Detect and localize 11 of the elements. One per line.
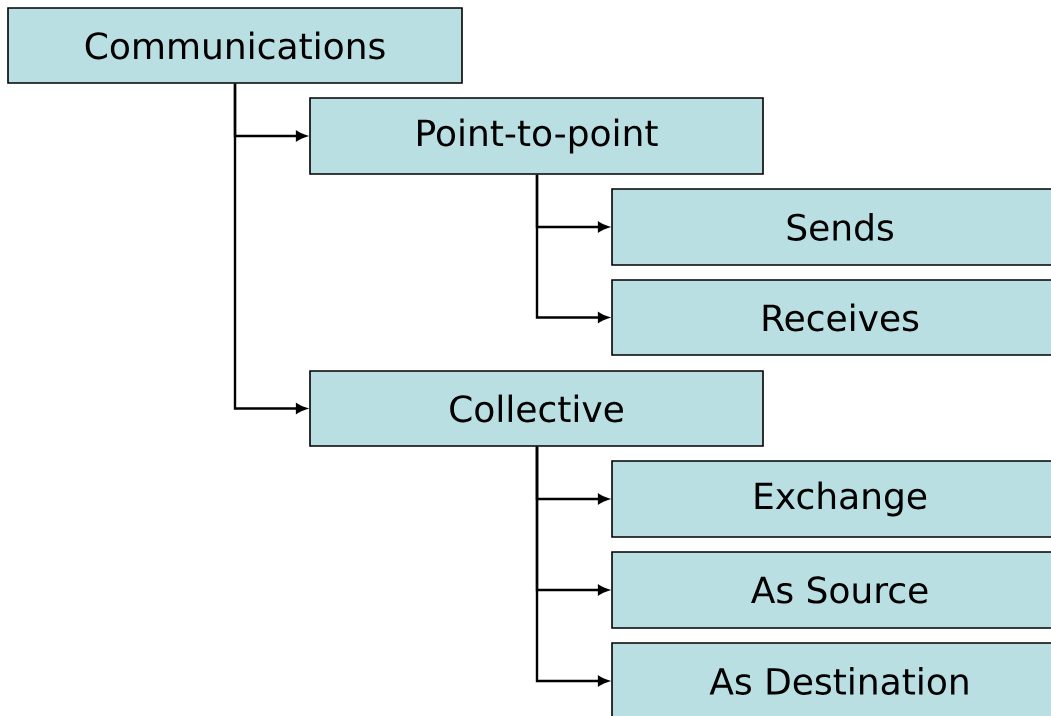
tree-box: Receives	[611, 279, 1051, 356]
arrow	[535, 174, 609, 232]
tree-box: Communications	[7, 7, 463, 84]
arrow	[233, 83, 307, 141]
arrow	[535, 446, 609, 504]
tree-box: Point-to-point	[309, 97, 764, 175]
tree-box: Exchange	[611, 460, 1051, 538]
tree-box: Collective	[309, 370, 764, 447]
tree-box: Sends	[611, 188, 1051, 266]
tree-box: As Source	[611, 551, 1051, 629]
tree-box: As Destination	[611, 642, 1051, 716]
